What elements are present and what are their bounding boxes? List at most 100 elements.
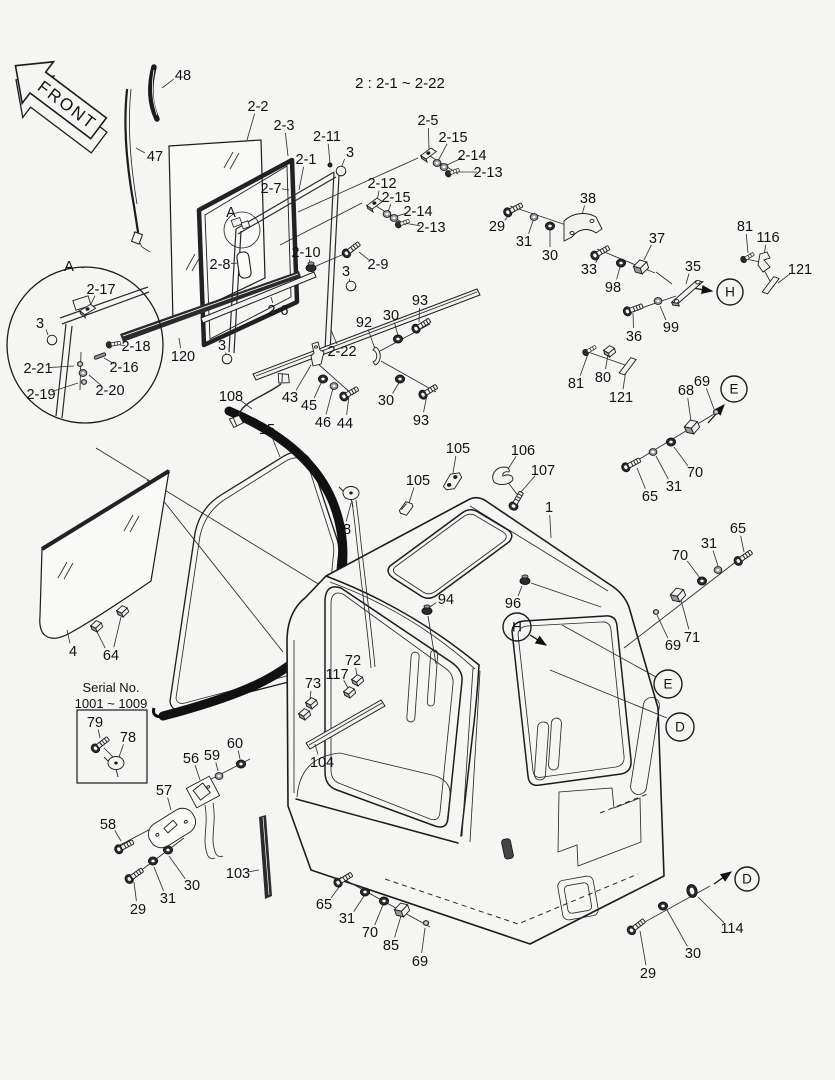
ref-circle-letter: H xyxy=(512,620,522,635)
detail-a-marker-circle xyxy=(223,211,261,249)
hardware-72-clip xyxy=(350,674,365,687)
diagram-title: 2 : 2-1 ~ 2-22 xyxy=(355,75,445,92)
hardware-64-clip xyxy=(115,605,130,618)
hardware-78-mirror xyxy=(103,756,125,778)
hardware-2-21-tiny xyxy=(76,361,84,367)
part-label-47: 47 xyxy=(147,149,163,165)
hardware-69-tiny xyxy=(422,920,430,926)
hardware-65-bolt xyxy=(333,872,353,888)
part-label-120: 120 xyxy=(171,349,195,365)
part-label-2-12: 2-12 xyxy=(367,176,396,192)
part-label-A: A xyxy=(226,205,236,221)
ref-circle-D xyxy=(665,712,695,742)
part-label-81: 81 xyxy=(737,219,753,235)
part-label-70: 70 xyxy=(362,925,378,941)
part-label-2-8: 2-8 xyxy=(210,257,231,273)
part-label-121: 121 xyxy=(609,390,633,406)
part-label-93: 93 xyxy=(412,293,428,309)
hardware-69-tiny xyxy=(712,409,720,415)
part-label-31: 31 xyxy=(701,536,717,552)
part-label-1: 1 xyxy=(545,500,553,516)
part-label-2-22: 2-22 xyxy=(327,344,356,360)
part-label-64: 64 xyxy=(103,648,119,664)
hardware-59-washer xyxy=(214,772,224,780)
part-label-79: 79 xyxy=(87,715,103,731)
hardware-2-13-boltS xyxy=(395,219,410,229)
hardware-108-conn xyxy=(228,414,244,429)
part-label-33: 33 xyxy=(581,262,597,278)
part-label-A: A xyxy=(64,259,74,275)
hardware-2-15-washer xyxy=(382,210,392,218)
hardware-3-ball xyxy=(46,334,58,346)
part-label-2-18: 2-18 xyxy=(121,339,150,355)
part-label-104: 104 xyxy=(310,755,334,771)
part-label-2-20: 2-20 xyxy=(95,383,124,399)
hardware-114-ring xyxy=(686,884,698,898)
part-label-2-6: 2-6 xyxy=(268,303,289,319)
hardware-44-bolt xyxy=(339,386,360,402)
part-label-2-21: 2-21 xyxy=(23,361,52,377)
hardware-70-nut xyxy=(696,576,708,586)
ref-circle-letter: D xyxy=(742,872,752,887)
part-label-2-14: 2-14 xyxy=(403,204,432,220)
part-label-93: 93 xyxy=(413,413,429,429)
hardware-2-12-hinge xyxy=(365,197,384,214)
hardware-117-clip xyxy=(342,686,357,699)
hardware-73-clip xyxy=(304,697,319,710)
hardware-2-10-grommet xyxy=(305,261,317,273)
part-label-105: 105 xyxy=(406,473,430,489)
part-label-85: 85 xyxy=(383,938,399,954)
part-label-65: 65 xyxy=(642,489,658,505)
hardware-69-tiny xyxy=(652,609,660,615)
hardware-58-bolt xyxy=(114,839,135,855)
hardware-105-pad xyxy=(398,501,414,516)
part-label-2-2: 2-2 xyxy=(248,99,269,115)
hardware-60-nut xyxy=(235,759,247,769)
part-label-44: 44 xyxy=(337,416,353,432)
ref-circle-D xyxy=(734,866,760,892)
door-window-frame xyxy=(200,171,481,381)
part-label-29: 29 xyxy=(130,902,146,918)
part-label-2-11: 2-11 xyxy=(313,129,341,145)
hardware-85-block xyxy=(393,902,411,918)
hardware-3-ball xyxy=(335,165,347,177)
part-label-48: 48 xyxy=(175,68,191,84)
hardware-parts xyxy=(46,147,780,936)
hardware-108-conn xyxy=(277,373,290,384)
part-label-2-5: 2-5 xyxy=(418,113,439,129)
hardware-2-5-hinge xyxy=(419,147,438,164)
hardware-121-strip xyxy=(618,357,637,376)
part-label-31: 31 xyxy=(160,891,176,907)
part-label-105: 105 xyxy=(446,441,470,457)
part-label-59: 59 xyxy=(204,748,220,764)
part-label-58: 58 xyxy=(100,817,116,833)
part-label-30: 30 xyxy=(378,393,394,409)
serial-note-line2: 1001 ~ 1009 xyxy=(75,696,148,711)
hardware-2-20-washer xyxy=(78,369,88,377)
part-label-15: 15 xyxy=(259,422,275,438)
serial-note-box xyxy=(76,709,148,784)
hardware-33-bolt xyxy=(590,245,611,261)
hardware-71-block xyxy=(669,587,687,603)
hardware-31-washer xyxy=(529,213,539,221)
hardware-2-15-washer xyxy=(432,159,442,167)
part-label-2-9: 2-9 xyxy=(368,257,389,273)
ref-circle-H xyxy=(502,612,532,642)
hardware-96-grommet xyxy=(519,574,531,586)
rail-104 xyxy=(305,699,386,750)
ref-circle-E xyxy=(720,375,748,403)
hardware-99-washer xyxy=(653,297,663,305)
part-label-78: 78 xyxy=(120,730,136,746)
ref-circle-letter: E xyxy=(729,382,738,397)
hardware-2-18-boltS xyxy=(105,341,121,349)
hardware-81-boltS xyxy=(582,345,597,357)
hardware-31-nut xyxy=(147,856,159,866)
part-label-2-13: 2-13 xyxy=(473,165,502,181)
hardware-98-nut xyxy=(615,258,627,268)
part-label-30: 30 xyxy=(383,308,399,324)
hardware-121-strip xyxy=(761,276,780,295)
part-label-65: 65 xyxy=(316,897,332,913)
part-label-2-1: 2-1 xyxy=(296,152,317,168)
hardware-2-14-washer xyxy=(389,214,399,222)
hardware-57-plate57 xyxy=(147,807,197,849)
